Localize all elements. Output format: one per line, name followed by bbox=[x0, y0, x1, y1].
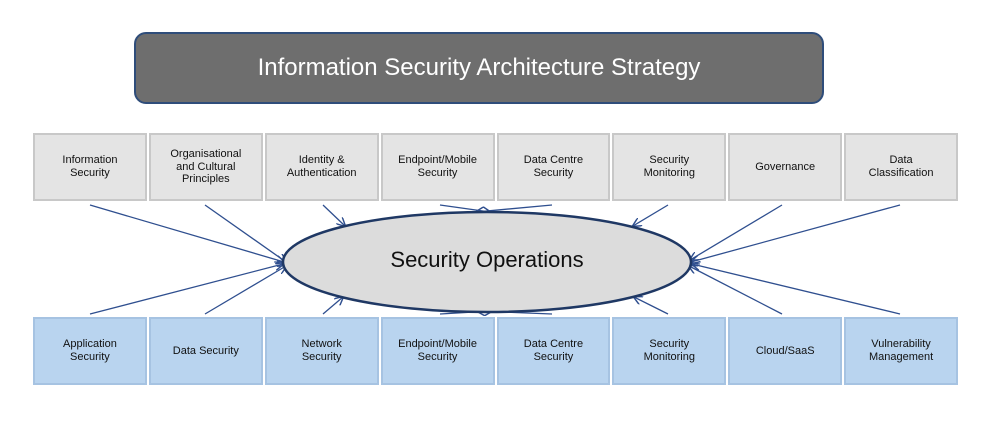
node-cloud-saas: Cloud/SaaS bbox=[728, 317, 843, 385]
node-application-security: Application Security bbox=[33, 317, 147, 385]
node-governance: Governance bbox=[728, 133, 843, 201]
node-information-security: Information Security bbox=[33, 133, 147, 201]
node-data-centre-security-top: Data Centre Security bbox=[496, 133, 611, 201]
security-operations-label: Security Operations bbox=[390, 247, 584, 272]
arrow-data-classification bbox=[691, 204, 901, 262]
node-data-centre-security-bottom: Data Centre Security bbox=[496, 317, 611, 385]
node-vulnerability-management: Vulnerability Management bbox=[844, 317, 958, 385]
node-identity-authentication: Identity & Authentication bbox=[264, 133, 379, 201]
arrow-identity-authentication bbox=[322, 204, 345, 226]
arrow-organisational-principles bbox=[204, 204, 286, 262]
arrow-vulnerability-management bbox=[692, 264, 901, 315]
node-network-security: Network Security bbox=[264, 317, 379, 385]
arrow-information-security bbox=[89, 204, 284, 262]
bottom-row: Application Security Data Security Netwo… bbox=[33, 317, 958, 385]
node-organisational-cultural-principles: Organisational and Cultural Principles bbox=[148, 133, 263, 201]
arrow-network-security bbox=[322, 297, 343, 315]
diagram-title: Information Security Architecture Strate… bbox=[134, 32, 824, 104]
node-endpoint-mobile-security-top: Endpoint/Mobile Security bbox=[380, 133, 495, 201]
security-operations-ellipse bbox=[281, 210, 693, 314]
node-security-monitoring-bottom: Security Monitoring bbox=[612, 317, 727, 385]
arrow-security-monitoring-top bbox=[633, 204, 669, 226]
node-endpoint-mobile-security-bottom: Endpoint/Mobile Security bbox=[380, 317, 495, 385]
top-row: Information Security Organisational and … bbox=[33, 133, 958, 201]
arrow-data-security bbox=[204, 266, 286, 315]
arrow-security-monitoring-bottom bbox=[634, 297, 669, 315]
arrow-application-security bbox=[89, 264, 283, 315]
node-data-security: Data Security bbox=[148, 317, 263, 385]
node-data-classification: Data Classification bbox=[844, 133, 958, 201]
node-security-monitoring-top: Security Monitoring bbox=[612, 133, 727, 201]
arrow-governance bbox=[690, 204, 783, 260]
arrow-cloud-saas bbox=[689, 266, 783, 315]
